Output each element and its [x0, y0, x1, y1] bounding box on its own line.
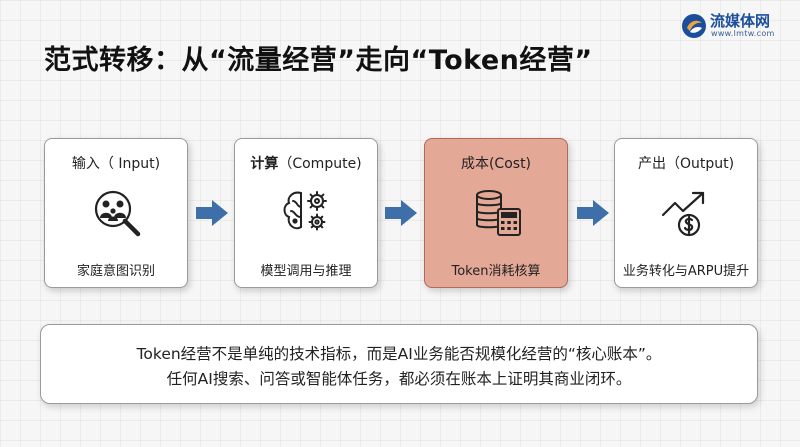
step-compute-card: 计算（Compute) 模型调用与推理 [234, 138, 378, 288]
arrow-right-icon [577, 200, 609, 226]
step-output-card: 产出（Output) 业务转化与ARPU提升 [614, 138, 758, 288]
step-title: 输入（ Input) [45, 153, 187, 173]
step-title: 计算（Compute) [235, 153, 377, 173]
step-title-sub: （ Input) [99, 156, 161, 172]
logo-icon [682, 14, 706, 38]
step-title-main: 产出 [637, 156, 666, 172]
step-title-main: 输入 [71, 156, 100, 172]
step-title-main: 成本 [460, 156, 489, 172]
step-title-main: 计算 [250, 156, 279, 172]
logo-name: 流媒体网 [710, 12, 771, 30]
site-logo: 流媒体网 www.lmtw.com [681, 10, 793, 42]
step-label: 业务转化与ARPU提升 [622, 264, 750, 279]
step-title: 产出（Output) [615, 153, 757, 173]
coins-calculator-icon [476, 190, 521, 236]
arrow-right-icon [196, 200, 228, 226]
growth-dollar-icon [661, 191, 705, 237]
step-label: 家庭意图识别 [76, 264, 155, 279]
step-title-sub: （Compute) [278, 156, 362, 172]
step-label: 模型调用与推理 [260, 264, 352, 279]
arrow-right-icon [385, 200, 417, 226]
step-title-sub: (Cost) [488, 156, 532, 172]
page-title: 范式转移：从“流量经营”走向“Token经营” [44, 45, 593, 76]
brain-gears-icon [283, 191, 327, 231]
step-title: 成本(Cost) [425, 153, 567, 173]
family-search-icon [94, 190, 141, 237]
step-input-card: 输入（ Input) 家庭意图识别 [44, 138, 188, 288]
logo-url: www.lmtw.com [711, 29, 775, 38]
step-label: Token消耗核算 [451, 264, 541, 279]
step-cost-card: 成本(Cost) Token消耗核算 [424, 138, 568, 288]
step-title-sub: （Output) [665, 156, 735, 172]
note-line-2: 任何AI搜索、问答或智能体任务，都必须在账本上证明其商业闭环。 [166, 370, 632, 388]
summary-note: Token经营不是单纯的技术指标，而是AI业务能否规模化经营的“核心账本”。 任… [40, 324, 758, 404]
note-line-1: Token经营不是单纯的技术指标，而是AI业务能否规模化经营的“核心账本”。 [136, 345, 662, 363]
